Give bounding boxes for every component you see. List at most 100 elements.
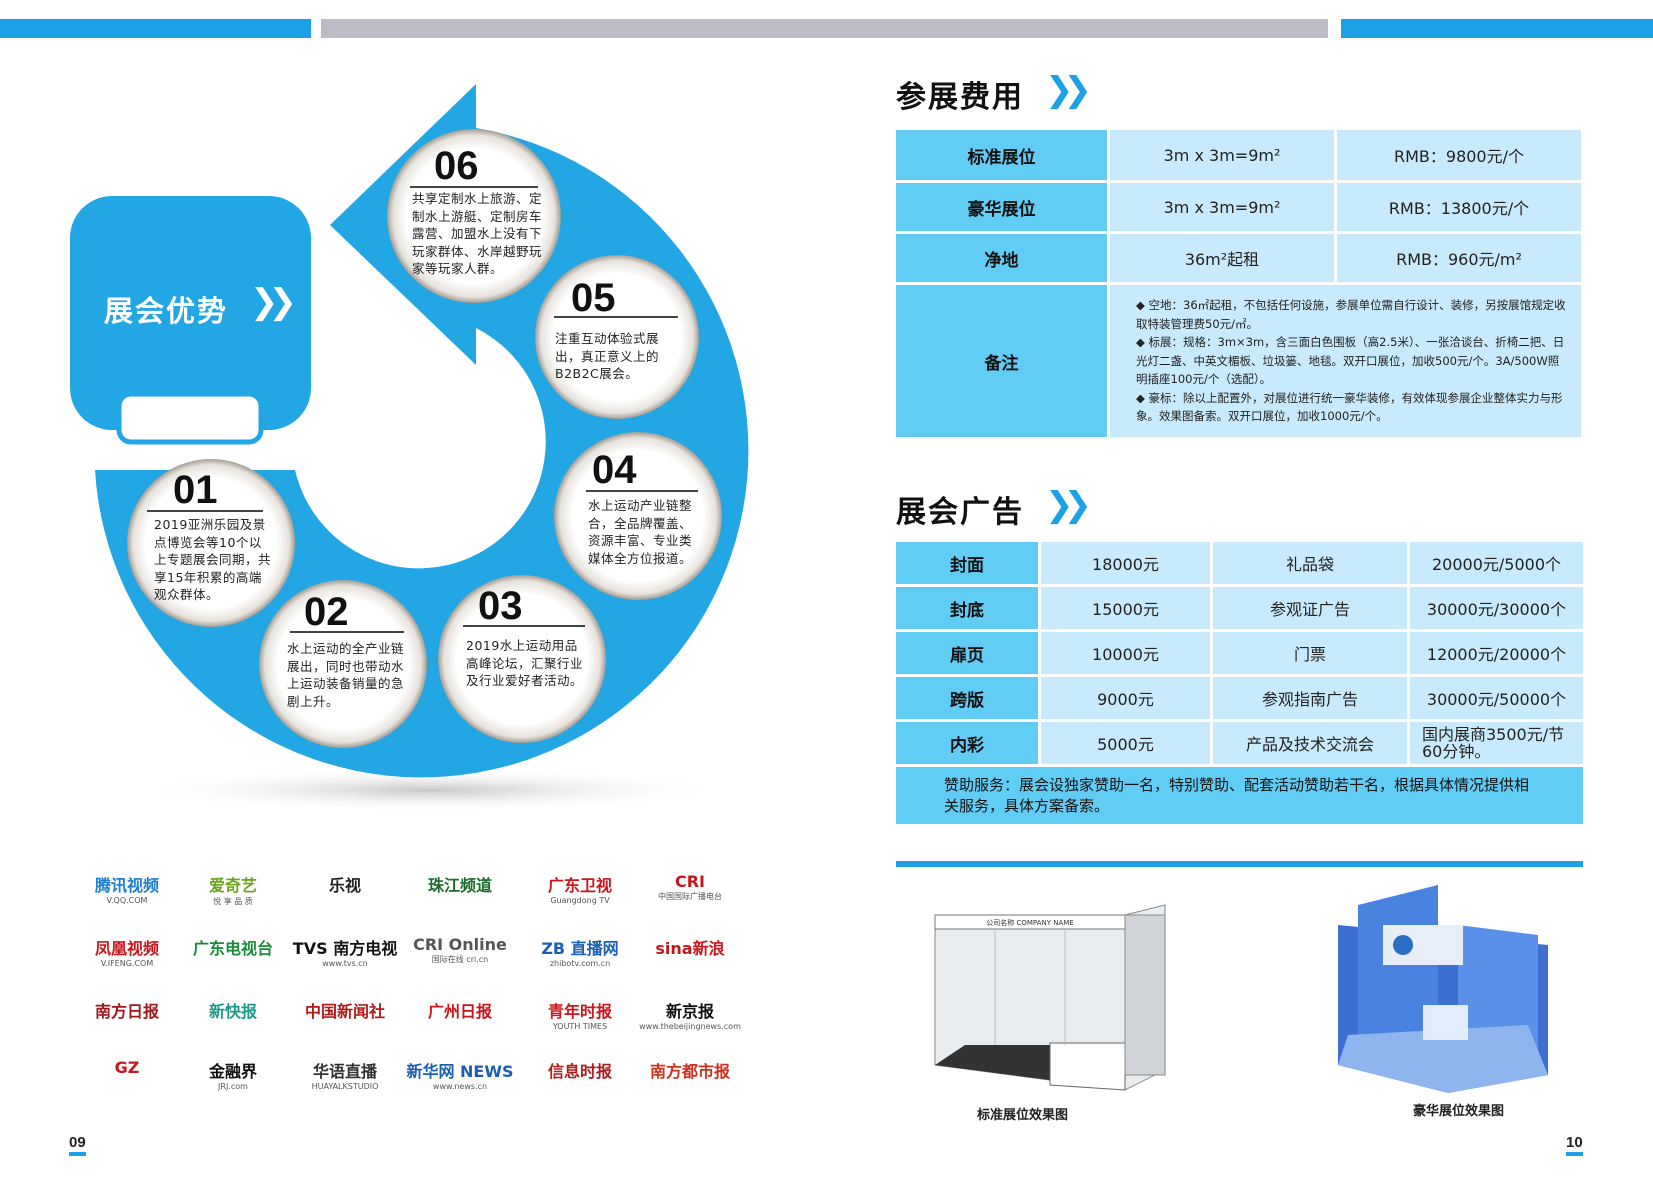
ads-title: 展会广告 [896,495,1024,530]
advantage-box-tab [116,391,264,445]
advantage-text: 水上运动的全产业链展出，同时也带动水上运动装备销量的急剧上升。 [287,641,405,709]
booth-size: 36m²起租 [1110,234,1334,282]
ad-item: 礼品袋 [1213,542,1407,584]
standard-booth-image: 公司名称 COMPANY NAME [934,904,1166,1091]
divider [554,316,678,318]
media-logo-sub: www.thebeijingnews.com [639,1022,741,1031]
media-logo-name: 新华网 NEWS [406,1062,514,1081]
page-number-right: 10 [1566,1134,1583,1156]
media-logo-name: CRI Online [413,935,507,954]
media-logo: 广州日报 [405,998,515,1022]
media-logo-sub: zhibotv.com.cn [549,959,611,968]
media-logo-sub: V.QQ.COM [106,896,148,905]
media-logo-name: 青年时报 [547,1002,612,1021]
media-logo: 南方日报 [72,998,182,1022]
media-logo: GZ [72,1058,182,1077]
media-logo-name: 中国新闻社 [304,1002,385,1021]
luxury-booth-caption: 豪华展位效果图 [1413,1104,1505,1119]
ad-price: 30000元/30000个 [1410,587,1583,629]
ad-item: 跨版 [896,677,1038,719]
ad-price: 国内展商3500元/节60分钟。 [1410,722,1583,764]
media-logo: sina新浪 [635,935,745,959]
booth-type: 净地 [896,234,1107,282]
media-logo: 乐视 [290,872,400,896]
media-logo-name: 信息时报 [547,1062,612,1081]
media-logo-name: 南方都市报 [649,1062,730,1081]
top-bar-left [0,19,311,38]
media-logo: 南方都市报 [635,1058,745,1082]
ad-price: 20000元/5000个 [1410,542,1583,584]
media-logo-sub: www.tvs.cn [322,959,368,968]
bubble-01 [127,459,295,627]
table-row: 备注 ◆ 空地：36㎡起租，不包括任何设施，参展单位需自行设计、装修，另按展馆规… [896,285,1581,437]
sponsor-text: 赞助服务：展会设独家赞助一名，特别赞助、配套活动赞助若干名，根据具体情况提供相关… [896,767,1583,824]
ad-price: 9000元 [1041,677,1210,719]
ring-shadow [130,768,730,812]
media-logo-name: 珠江频道 [427,876,492,895]
booth-size: 3m x 3m=9m² [1110,183,1334,231]
ad-item: 扉页 [896,632,1038,674]
media-logo-sub: HUAYALKSTUDIO [311,1082,379,1091]
table-row: 赞助服务：展会设独家赞助一名，特别赞助、配套活动赞助若干名，根据具体情况提供相关… [896,767,1583,824]
media-logo-sub: Guangdong TV [550,896,610,905]
media-logo-sub: YOUTH TIMES [552,1022,608,1031]
booth-price: RMB：13800元/个 [1337,183,1581,231]
note-item: ◆ 豪标：除以上配置外，对展位进行统一豪华装修，有效体现参展企业整体实力与形象。… [1136,390,1563,424]
media-logo: 珠江频道 [405,872,515,896]
booth-sign: 公司名称 COMPANY NAME [986,918,1073,927]
advantage-number: 06 [434,144,479,188]
advantage-number: 04 [592,448,637,492]
booth-size: 3m x 3m=9m² [1110,130,1334,180]
ad-price: 5000元 [1041,722,1210,764]
media-logo-sub: JRJ.com [218,1082,248,1091]
advantage-number: 02 [304,590,349,634]
divider [463,625,585,627]
divider [290,631,404,633]
media-logo-sub: 中国国际广播电台 [658,892,722,901]
bubble-06 [387,129,561,303]
media-logo-name: sina新浪 [655,939,725,958]
bubble-04 [554,432,722,600]
advantage-text: 注重互动体验式展出，真正意义上的B2B2C展会。 [555,331,660,381]
advantage-box-bg [70,196,311,430]
bubble-05 [535,255,699,419]
booth-type: 标准展位 [896,130,1107,180]
media-logo: 爱奇艺悦 享 品 质 [178,872,288,907]
ad-price: 30000元/50000个 [1410,677,1583,719]
media-logo-name: 华语直播 [312,1062,377,1081]
booth-price: RMB：960元/m² [1337,234,1581,282]
ad-item: 产品及技术交流会 [1213,722,1407,764]
advantage-title: 展会优势 [104,294,229,328]
media-logo: 信息时报 [525,1058,635,1082]
notes-label: 备注 [896,285,1107,437]
advantage-text: 共享定制水上旅游、定制水上游艇、定制房车露营、加盟水上没有下玩家群体、水岸越野玩… [412,191,543,276]
media-logo-name: 凤凰视频 [94,939,159,958]
advantage-text: 2019亚洲乐园及景点博览会等10个以上专题展会同期，共享15年积累的高端观众群… [154,517,272,602]
ad-item: 内彩 [896,722,1038,764]
notes-cell: ◆ 空地：36㎡起租，不包括任何设施，参展单位需自行设计、装修，另按展馆规定收取… [1110,285,1581,437]
ad-price: 12000元/20000个 [1410,632,1583,674]
ad-item: 封底 [896,587,1038,629]
advantage-text: 水上运动产业链整合，全品牌覆盖、资源丰富、专业类媒体全方位报道。 [588,498,693,566]
fees-title: 参展费用 [896,80,1024,115]
media-logo-name: 广东电视台 [192,939,273,958]
media-logo-sub: 国际在线 cri.cn [431,955,489,964]
advantage-number: 03 [478,584,523,628]
media-logo-sub: 悦 享 品 质 [213,897,253,906]
bubble-03 [438,575,606,743]
media-logo: 广东电视台 [178,935,288,959]
chevron-right-icon: ❯❯ [1045,70,1092,110]
